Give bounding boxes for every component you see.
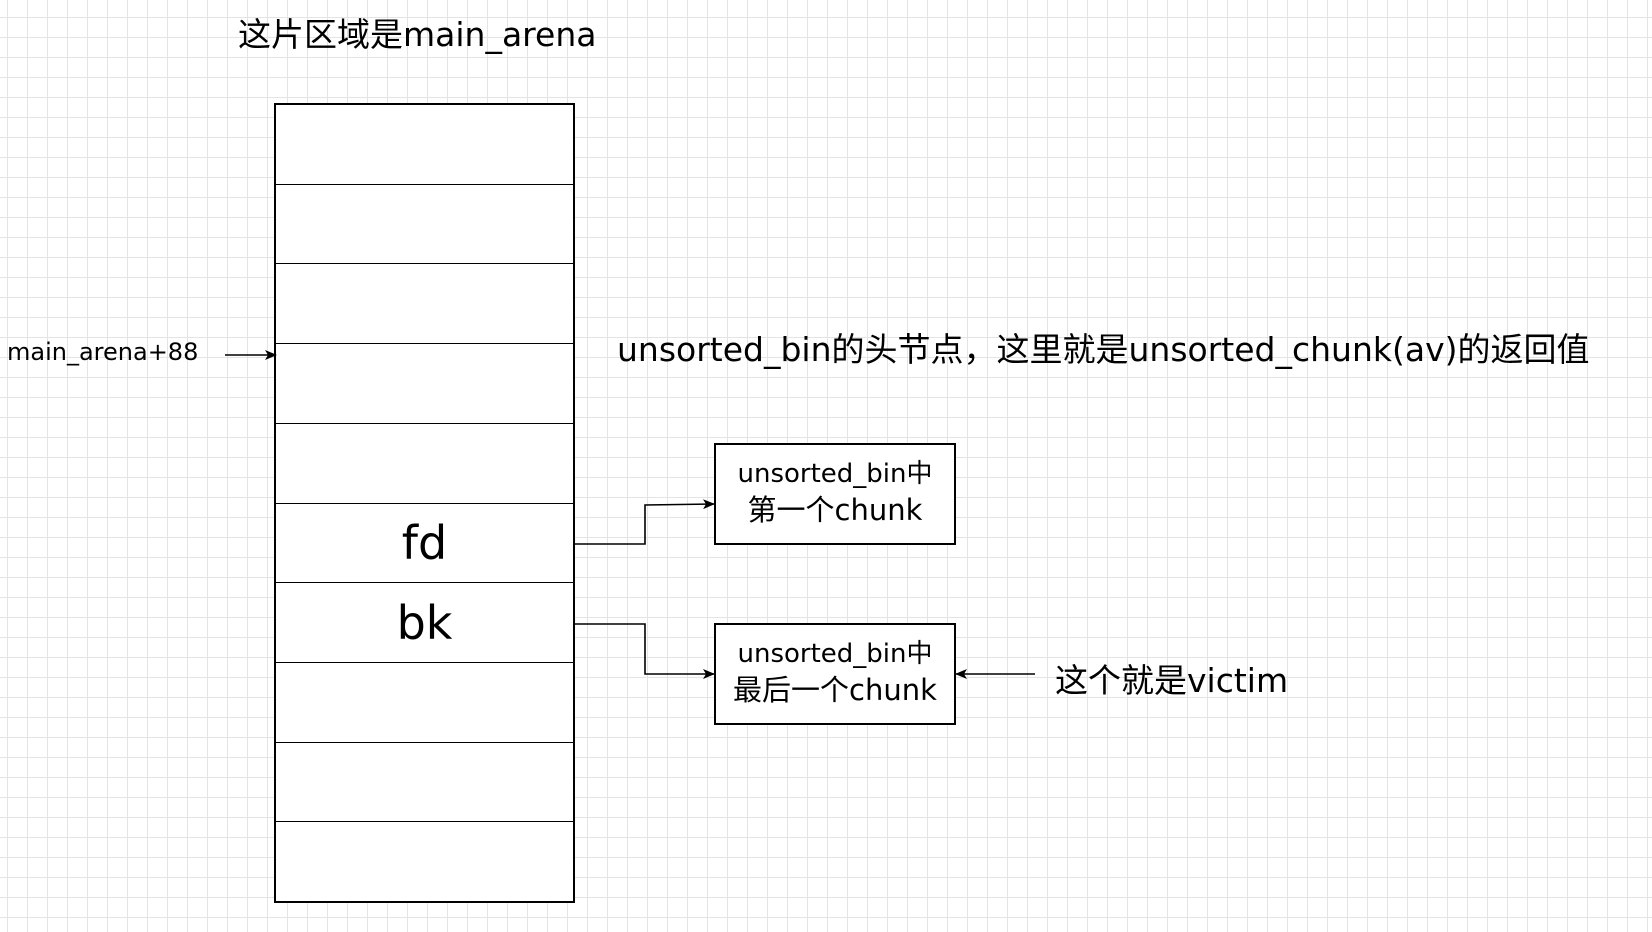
victim-label: 这个就是victim bbox=[1055, 661, 1289, 700]
stack-slot-head bbox=[276, 344, 573, 424]
bk-connector-arrow bbox=[575, 623, 715, 679]
first-chunk-line1: unsorted_bin中 bbox=[737, 459, 933, 490]
last-chunk-line2: 最后一个chunk bbox=[733, 673, 937, 708]
first-chunk-box: unsorted_bin中 第一个chunk bbox=[714, 443, 956, 545]
main-arena-stack: fd bk bbox=[274, 103, 575, 903]
stack-slot-fd: fd bbox=[276, 504, 573, 584]
main-arena-offset-label: main_arena+88 bbox=[7, 338, 199, 366]
stack-slot bbox=[276, 822, 573, 901]
last-chunk-box: unsorted_bin中 最后一个chunk bbox=[714, 623, 956, 725]
stack-slot bbox=[276, 663, 573, 743]
region-title: 这片区域是main_arena bbox=[238, 15, 597, 54]
stack-slot bbox=[276, 105, 573, 185]
last-chunk-line1: unsorted_bin中 bbox=[737, 639, 933, 670]
fd-connector-arrow bbox=[575, 499, 715, 545]
first-chunk-line2: 第一个chunk bbox=[747, 493, 923, 528]
unsorted-bin-head-label: unsorted_bin的头节点，这里就是unsorted_chunk(av)的… bbox=[617, 330, 1590, 369]
stack-slot bbox=[276, 264, 573, 345]
stack-slot-bk: bk bbox=[276, 583, 573, 663]
stack-slot bbox=[276, 185, 573, 265]
stack-slot bbox=[276, 743, 573, 823]
stack-slot bbox=[276, 424, 573, 504]
